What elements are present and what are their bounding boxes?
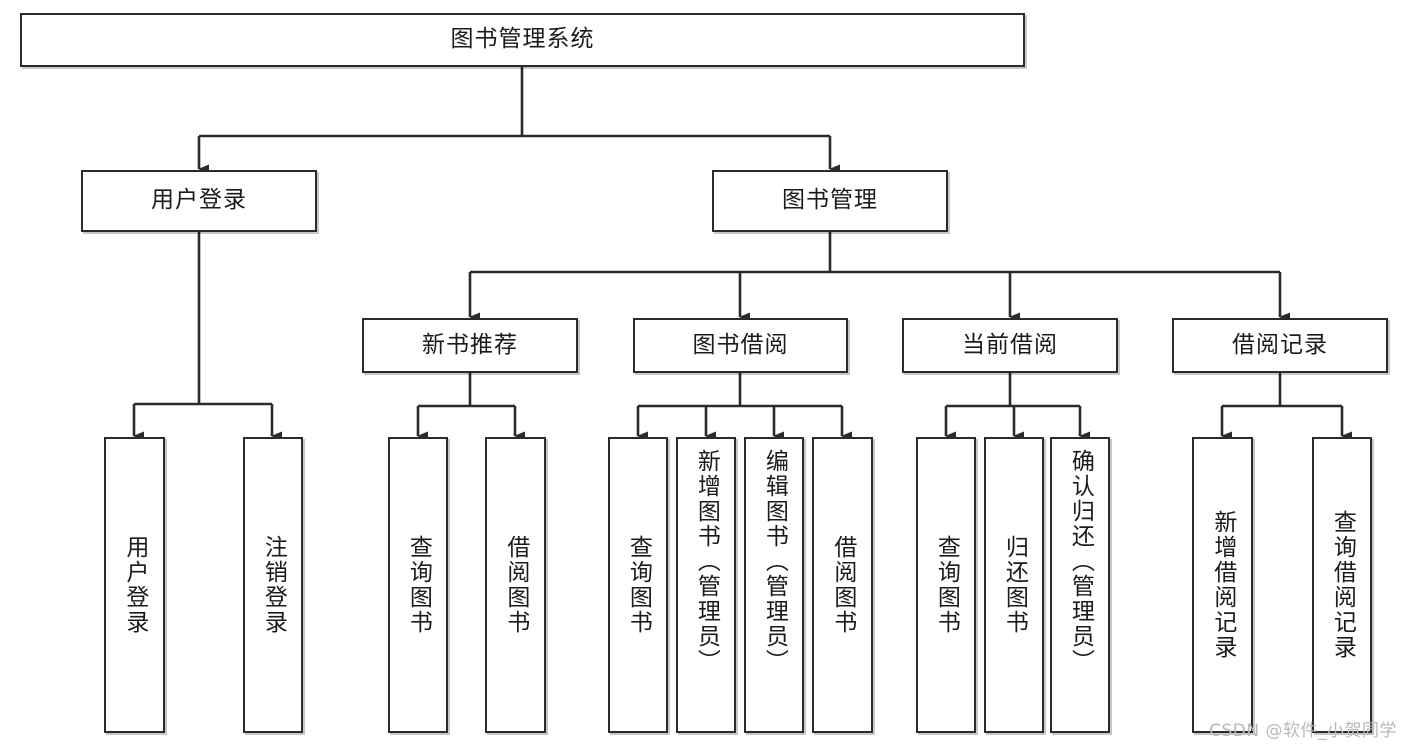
node-label: 确认归还（管理员） (1067, 449, 1094, 674)
node-leaf-confirm-return-admin[interactable]: 确认归还（管理员） (1050, 437, 1110, 733)
node-label: 查询图书 (625, 535, 652, 635)
node-leaf-query-borrow-record[interactable]: 查询借阅记录 (1312, 437, 1372, 733)
node-leaf-borrow-book[interactable]: 借阅图书 (812, 437, 873, 733)
node-label: 查询图书 (933, 535, 960, 635)
node-label: 借阅图书 (502, 535, 529, 635)
node-book-mgmt[interactable]: 图书管理 (712, 170, 948, 232)
node-leaf-user-login[interactable]: 用户登录 (104, 437, 165, 733)
node-label: 注销登录 (260, 535, 287, 635)
node-current-borrow[interactable]: 当前借阅 (902, 318, 1118, 373)
node-label: 编辑图书（管理员） (761, 449, 788, 674)
node-label: 新增图书（管理员） (693, 449, 720, 674)
node-borrow-record[interactable]: 借阅记录 (1172, 318, 1388, 373)
node-user-login[interactable]: 用户登录 (81, 170, 317, 232)
node-book-borrow[interactable]: 图书借阅 (633, 318, 848, 373)
node-label: 新增借阅记录 (1209, 510, 1236, 660)
node-leaf-add-book-admin[interactable]: 新增图书（管理员） (676, 437, 736, 733)
node-label: 借阅图书 (829, 535, 856, 635)
node-label: 用户登录 (151, 187, 247, 214)
node-label: 当前借阅 (962, 331, 1058, 358)
node-label: 查询借阅记录 (1329, 510, 1356, 660)
node-leaf-return-book[interactable]: 归还图书 (984, 437, 1044, 733)
node-label: 新书推荐 (422, 331, 518, 358)
node-label: 图书借阅 (692, 331, 789, 358)
node-label: 图书管理系统 (450, 26, 595, 53)
node-root[interactable]: 图书管理系统 (20, 13, 1025, 67)
node-leaf-borrow-book-rec[interactable]: 借阅图书 (485, 437, 546, 733)
node-leaf-query-book-current[interactable]: 查询图书 (916, 437, 976, 733)
node-leaf-query-book-rec[interactable]: 查询图书 (388, 437, 448, 733)
watermark-text: CSDN @软件_小贺同学 (1209, 721, 1397, 741)
node-new-book-rec[interactable]: 新书推荐 (362, 318, 578, 373)
node-label: 查询图书 (405, 535, 432, 635)
node-leaf-logout[interactable]: 注销登录 (243, 437, 303, 733)
node-leaf-query-book-borrow[interactable]: 查询图书 (608, 437, 668, 733)
node-label: 借阅记录 (1232, 331, 1328, 358)
connector-paths (132, 67, 1352, 441)
node-label: 图书管理 (782, 187, 878, 214)
node-label: 用户登录 (121, 535, 148, 635)
node-leaf-edit-book-admin[interactable]: 编辑图书（管理员） (744, 437, 804, 733)
node-label: 归还图书 (1001, 535, 1028, 635)
node-leaf-add-borrow-record[interactable]: 新增借阅记录 (1192, 437, 1253, 733)
